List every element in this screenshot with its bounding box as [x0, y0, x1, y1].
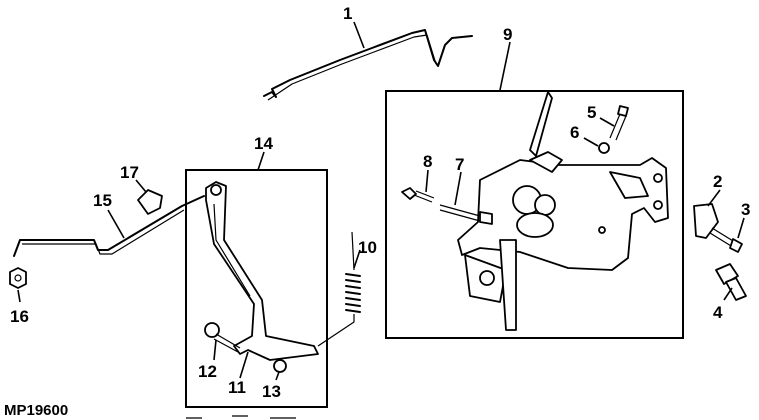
callout-10: 10 — [358, 238, 377, 257]
leader-2 — [707, 189, 721, 207]
callout-11: 11 — [228, 378, 246, 397]
leader-15 — [107, 209, 125, 239]
leader-13 — [275, 371, 280, 381]
callout-12: 12 — [198, 362, 217, 381]
part-5-screw — [609, 105, 629, 141]
part-3-screw — [709, 227, 743, 253]
leader-17 — [135, 179, 147, 193]
part-2-clip — [693, 203, 719, 239]
part-15-rod — [13, 195, 205, 257]
leader-12 — [213, 339, 217, 361]
part-11-lever — [205, 181, 319, 361]
leader-14 — [257, 151, 265, 171]
callout-8: 8 — [423, 152, 432, 171]
frame-9 — [385, 90, 684, 339]
part-6-nut — [598, 142, 610, 154]
leader-16 — [17, 289, 21, 303]
callout-17: 17 — [120, 163, 139, 182]
callout-15: 15 — [93, 191, 112, 210]
part-17-clip — [137, 189, 163, 215]
callout-14: 14 — [254, 134, 273, 153]
part-12-bolt — [204, 322, 241, 353]
leader-3 — [737, 217, 745, 239]
leader-8 — [425, 169, 429, 193]
callout-4: 4 — [713, 303, 723, 322]
leader-4 — [723, 287, 733, 301]
callout-2: 2 — [713, 172, 722, 191]
part-8-bolt — [401, 187, 435, 203]
leader-5 — [599, 117, 615, 127]
part-7-screw — [439, 204, 493, 225]
figure-code: MP19600 — [4, 402, 68, 419]
callout-1: 1 — [343, 4, 352, 23]
part-10-spring — [317, 231, 361, 347]
frame-14 — [185, 169, 328, 408]
part-1-rod — [263, 29, 473, 101]
leader-11 — [239, 351, 249, 379]
cropped-caption-fragment — [186, 415, 296, 419]
leader-6 — [583, 137, 599, 147]
callout-13: 13 — [262, 382, 281, 401]
callout-3: 3 — [741, 200, 750, 219]
callout-16: 16 — [10, 307, 29, 326]
leader-10 — [353, 249, 361, 269]
callout-7: 7 — [455, 155, 464, 174]
part-16-nut — [9, 267, 27, 289]
leader-1 — [353, 21, 365, 49]
leader-9 — [499, 41, 511, 91]
part-13-nut — [273, 359, 287, 373]
callout-6: 6 — [570, 123, 579, 142]
governor-bracket — [457, 91, 669, 331]
callout-5: 5 — [587, 103, 596, 122]
callout-9: 9 — [503, 25, 512, 44]
leader-7 — [454, 171, 462, 206]
part-4-bolt — [715, 263, 747, 301]
